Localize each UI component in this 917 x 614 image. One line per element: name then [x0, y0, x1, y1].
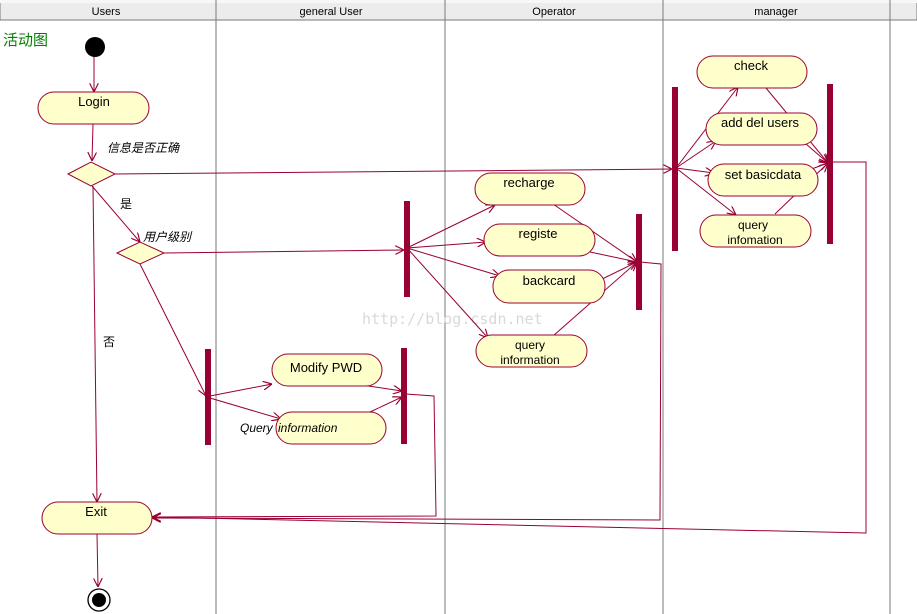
activity-check-label: check: [734, 58, 768, 73]
initial-node[interactable]: [85, 37, 105, 57]
activity-query-information-operator-line2: information: [500, 353, 559, 367]
manager-join-bar[interactable]: [827, 84, 833, 244]
label-no: 否: [103, 335, 115, 349]
activity-exit-label: Exit: [85, 504, 107, 519]
general-join-bar[interactable]: [401, 348, 407, 444]
activity-add-del-users-label: add del users: [721, 115, 800, 130]
activity-exit[interactable]: Exit: [41, 501, 153, 535]
activity-registe-label: registe: [518, 226, 557, 241]
operator-fork-bar[interactable]: [404, 201, 410, 297]
activity-query-information-manager[interactable]: query infomation: [699, 214, 812, 248]
activity-query-information-manager-line2: infomation: [727, 233, 782, 247]
decision-info-correct[interactable]: [66, 161, 117, 187]
operator-join-bar[interactable]: [636, 214, 642, 310]
activity-query-information-general[interactable]: information: [275, 411, 387, 445]
activity-login[interactable]: Login: [37, 91, 150, 125]
label-query-prefix: Query: [240, 421, 274, 435]
activity-backcard[interactable]: backcard: [492, 269, 606, 304]
watermark: http://blog.csdn.net: [362, 310, 543, 328]
lane-header-general-user[interactable]: general User: [300, 6, 363, 18]
activity-query-information-operator[interactable]: query information: [475, 334, 588, 368]
label-user-level: 用户级别: [143, 230, 193, 244]
decision-user-level[interactable]: [115, 241, 166, 265]
lane-header-operator[interactable]: Operator: [532, 6, 576, 18]
activity-add-del-users[interactable]: add del users: [705, 112, 818, 146]
activity-modify-pwd[interactable]: Modify PWD: [271, 353, 383, 387]
activity-check[interactable]: check: [696, 55, 808, 89]
manager-fork-bar[interactable]: [672, 87, 678, 251]
activity-registe[interactable]: registe: [483, 223, 596, 257]
label-info-correct: 信息是否正确: [107, 141, 180, 155]
activity-backcard-label: backcard: [523, 273, 576, 288]
activity-recharge-label: recharge: [503, 175, 554, 190]
activity-set-basicdata-label: set basicdata: [725, 167, 802, 182]
lane-header-users[interactable]: Users: [92, 6, 121, 18]
general-fork-bar[interactable]: [205, 349, 211, 445]
label-yes: 是: [120, 197, 132, 211]
activity-query-information-general-label: information: [278, 421, 338, 435]
activity-login-label: Login: [78, 94, 110, 109]
activity-set-basicdata[interactable]: set basicdata: [707, 163, 819, 197]
diagram-title: 活动图: [3, 31, 48, 49]
activity-query-information-manager-line1: query: [738, 218, 768, 232]
sync-bars: [205, 84, 833, 445]
activity-query-information-operator-line1: query: [515, 338, 545, 352]
lane-header-manager[interactable]: manager: [754, 6, 798, 18]
final-node[interactable]: [87, 588, 111, 612]
activity-recharge[interactable]: recharge: [474, 172, 586, 206]
activity-modify-pwd-label: Modify PWD: [290, 360, 362, 375]
